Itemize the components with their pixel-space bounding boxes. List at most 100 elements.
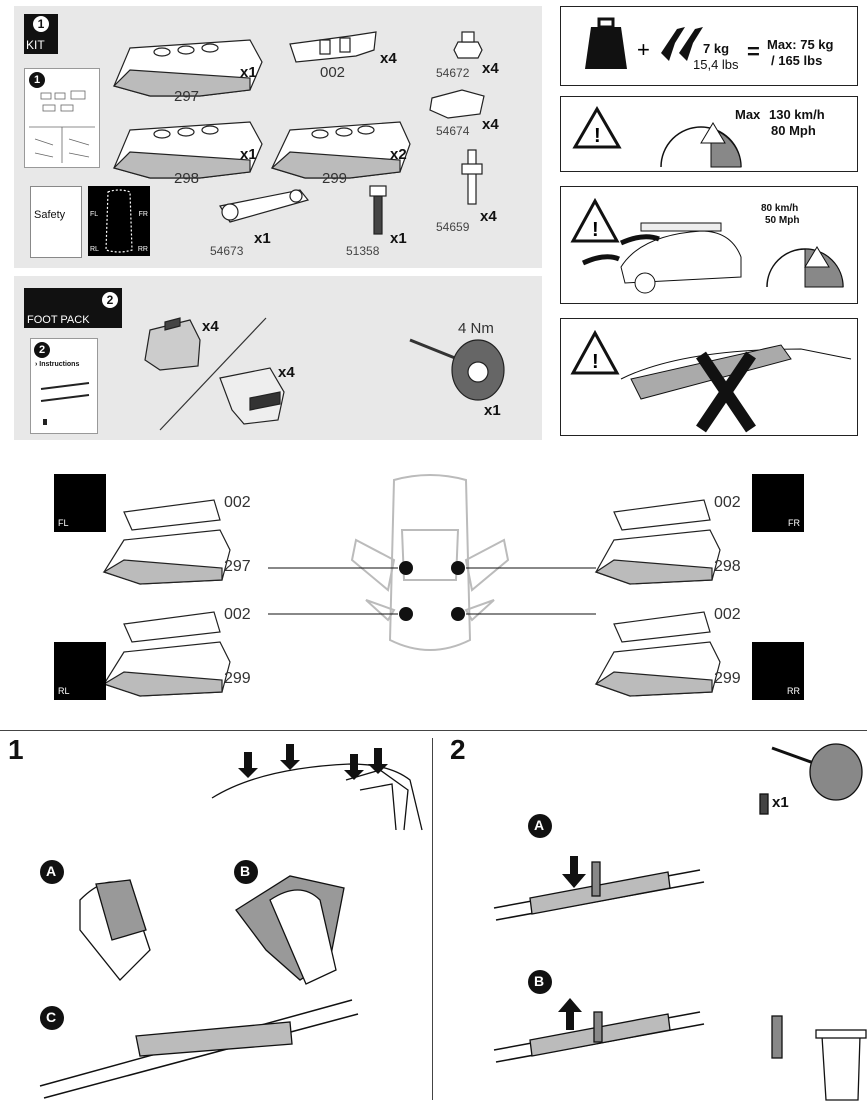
wind-warning-graphics: ! bbox=[570, 197, 844, 294]
part-297: 297 bbox=[174, 88, 200, 105]
warning-triangle-icon bbox=[570, 329, 620, 375]
corner-tile-fr: FR bbox=[752, 474, 804, 532]
part-299: 299 bbox=[322, 170, 348, 187]
rr-bottom-part: 299 bbox=[714, 670, 741, 687]
booklet-bars-sketch bbox=[40, 382, 90, 425]
load-warning-box: + 7 kg 15,4 lbs = Max: 75 kg / 165 lbs bbox=[560, 6, 858, 86]
footpack-badge: 2 FOOT PACK bbox=[24, 288, 122, 328]
kit-badge: 1 KIT bbox=[24, 14, 58, 54]
roof-warning-graphics: ! bbox=[570, 329, 852, 433]
rl-top-part: 002 bbox=[224, 606, 251, 623]
step1-label-c: C bbox=[46, 1009, 57, 1025]
qty-002: x4 bbox=[380, 50, 397, 67]
foot-b-drawing bbox=[219, 367, 285, 425]
torque-tool-drawing bbox=[409, 338, 461, 362]
corner-fr: FR bbox=[138, 211, 148, 218]
step2-label-a: A bbox=[534, 817, 545, 833]
footpack-booklet-number: 2 bbox=[34, 342, 50, 358]
corner-rl: RL bbox=[90, 246, 99, 253]
step1-label-b: B bbox=[240, 863, 251, 879]
speed-warning-box: ! Max 130 km/h 80 Mph bbox=[560, 96, 858, 172]
wind-warning-box: ! 80 km/h 50 Mph bbox=[560, 186, 858, 304]
car-top-icon bbox=[105, 189, 133, 253]
footpack-label: FOOT PACK bbox=[27, 314, 90, 326]
corner-tile-fl-label: FL bbox=[58, 518, 69, 528]
speed-max-label: Max bbox=[735, 107, 761, 122]
corner-tile-fl: FL bbox=[54, 474, 106, 532]
qty-54659: x4 bbox=[480, 208, 497, 225]
recycle-bin-icon bbox=[821, 1035, 861, 1101]
wind-mph: 50 Mph bbox=[765, 215, 800, 226]
max-load: Max: 75 kg bbox=[767, 37, 834, 52]
corner-map: FL FR RL RR bbox=[88, 186, 150, 256]
bracket-002-drawing bbox=[289, 31, 377, 63]
foot-a-drawing bbox=[144, 319, 201, 371]
max-load-lbs: / 165 lbs bbox=[771, 53, 823, 68]
footpack-number: 2 bbox=[102, 292, 118, 308]
qty-299: x2 bbox=[390, 146, 407, 163]
corner-tile-rl: RL bbox=[54, 642, 106, 700]
speed-warning-graphics: ! bbox=[572, 106, 742, 168]
part-54659: 54659 bbox=[436, 220, 470, 234]
svg-text:!: ! bbox=[594, 125, 601, 147]
fr-bottom-part: 298 bbox=[714, 558, 741, 575]
speed-mph: 80 Mph bbox=[771, 123, 816, 138]
steps-vertical-divider bbox=[432, 738, 433, 1100]
rl-bottom-part: 299 bbox=[224, 670, 251, 687]
mount-point-rr bbox=[451, 607, 465, 621]
step2-number: 2 bbox=[450, 734, 466, 765]
bolt-discard-drawing bbox=[771, 1015, 783, 1059]
rr-top-part: 002 bbox=[714, 606, 741, 623]
fr-top-part: 002 bbox=[714, 494, 741, 511]
warning-triangle-icon bbox=[570, 197, 620, 243]
corner-tile-rl-label: RL bbox=[58, 686, 70, 696]
prohibited-x-icon bbox=[696, 351, 756, 433]
booklet-number: 1 bbox=[29, 72, 45, 88]
footpack-instructions: › Instructions bbox=[35, 361, 80, 368]
steps-divider bbox=[0, 730, 867, 731]
clamp-54674-drawing bbox=[429, 89, 485, 119]
bar-weight: 7 kg bbox=[703, 41, 730, 56]
qty-298: x1 bbox=[240, 146, 257, 163]
nut-54672-drawing bbox=[453, 41, 483, 59]
booklet-sketches bbox=[29, 90, 95, 163]
part-54673: 54673 bbox=[210, 244, 244, 258]
fl-top-part: 002 bbox=[224, 494, 251, 511]
wind-arrow-icon bbox=[581, 254, 620, 266]
kit-number: 1 bbox=[33, 16, 49, 32]
corner-tile-fr-label: FR bbox=[788, 518, 800, 528]
car-roof-outline bbox=[211, 763, 423, 831]
roof-warning-box: ! bbox=[560, 318, 858, 436]
part-298: 298 bbox=[174, 170, 200, 187]
kit-parts-drawings bbox=[112, 31, 485, 235]
safety-label: Safety bbox=[34, 209, 66, 221]
part-54672: 54672 bbox=[436, 66, 470, 80]
tighten-arrow-icon bbox=[562, 856, 586, 888]
speed-kmh: 130 km/h bbox=[769, 107, 825, 122]
down-arrow-icon bbox=[238, 752, 258, 778]
corner-rr: RR bbox=[137, 246, 148, 253]
bolt-54659-drawing bbox=[467, 149, 477, 205]
loosen-arrow-icon bbox=[558, 998, 582, 1030]
wind-kmh: 80 km/h bbox=[761, 203, 799, 214]
svg-text:!: ! bbox=[592, 219, 599, 241]
part-54674: 54674 bbox=[436, 124, 470, 138]
corner-tile-rr: RR bbox=[752, 642, 804, 700]
part-51358: 51358 bbox=[346, 244, 380, 258]
tool-qty: x1 bbox=[484, 402, 501, 419]
qty-54673: x1 bbox=[254, 230, 271, 247]
corner-fl: FL bbox=[90, 211, 99, 218]
qty-51358: x1 bbox=[390, 230, 407, 247]
qty-54672: x4 bbox=[482, 60, 499, 77]
qty-297: x1 bbox=[240, 64, 257, 81]
footpack-booklet: 2 › Instructions bbox=[30, 338, 98, 434]
qty-54674: x4 bbox=[482, 116, 499, 133]
position-map bbox=[102, 474, 721, 697]
corner-tile-rr-label: RR bbox=[787, 686, 800, 696]
equals-sign: = bbox=[747, 39, 760, 64]
svg-text:!: ! bbox=[592, 351, 599, 373]
step1-number: 1 bbox=[8, 734, 24, 765]
torque-value: 4 Nm bbox=[458, 320, 494, 337]
kit-instructions-booklet: 1 bbox=[24, 68, 100, 168]
